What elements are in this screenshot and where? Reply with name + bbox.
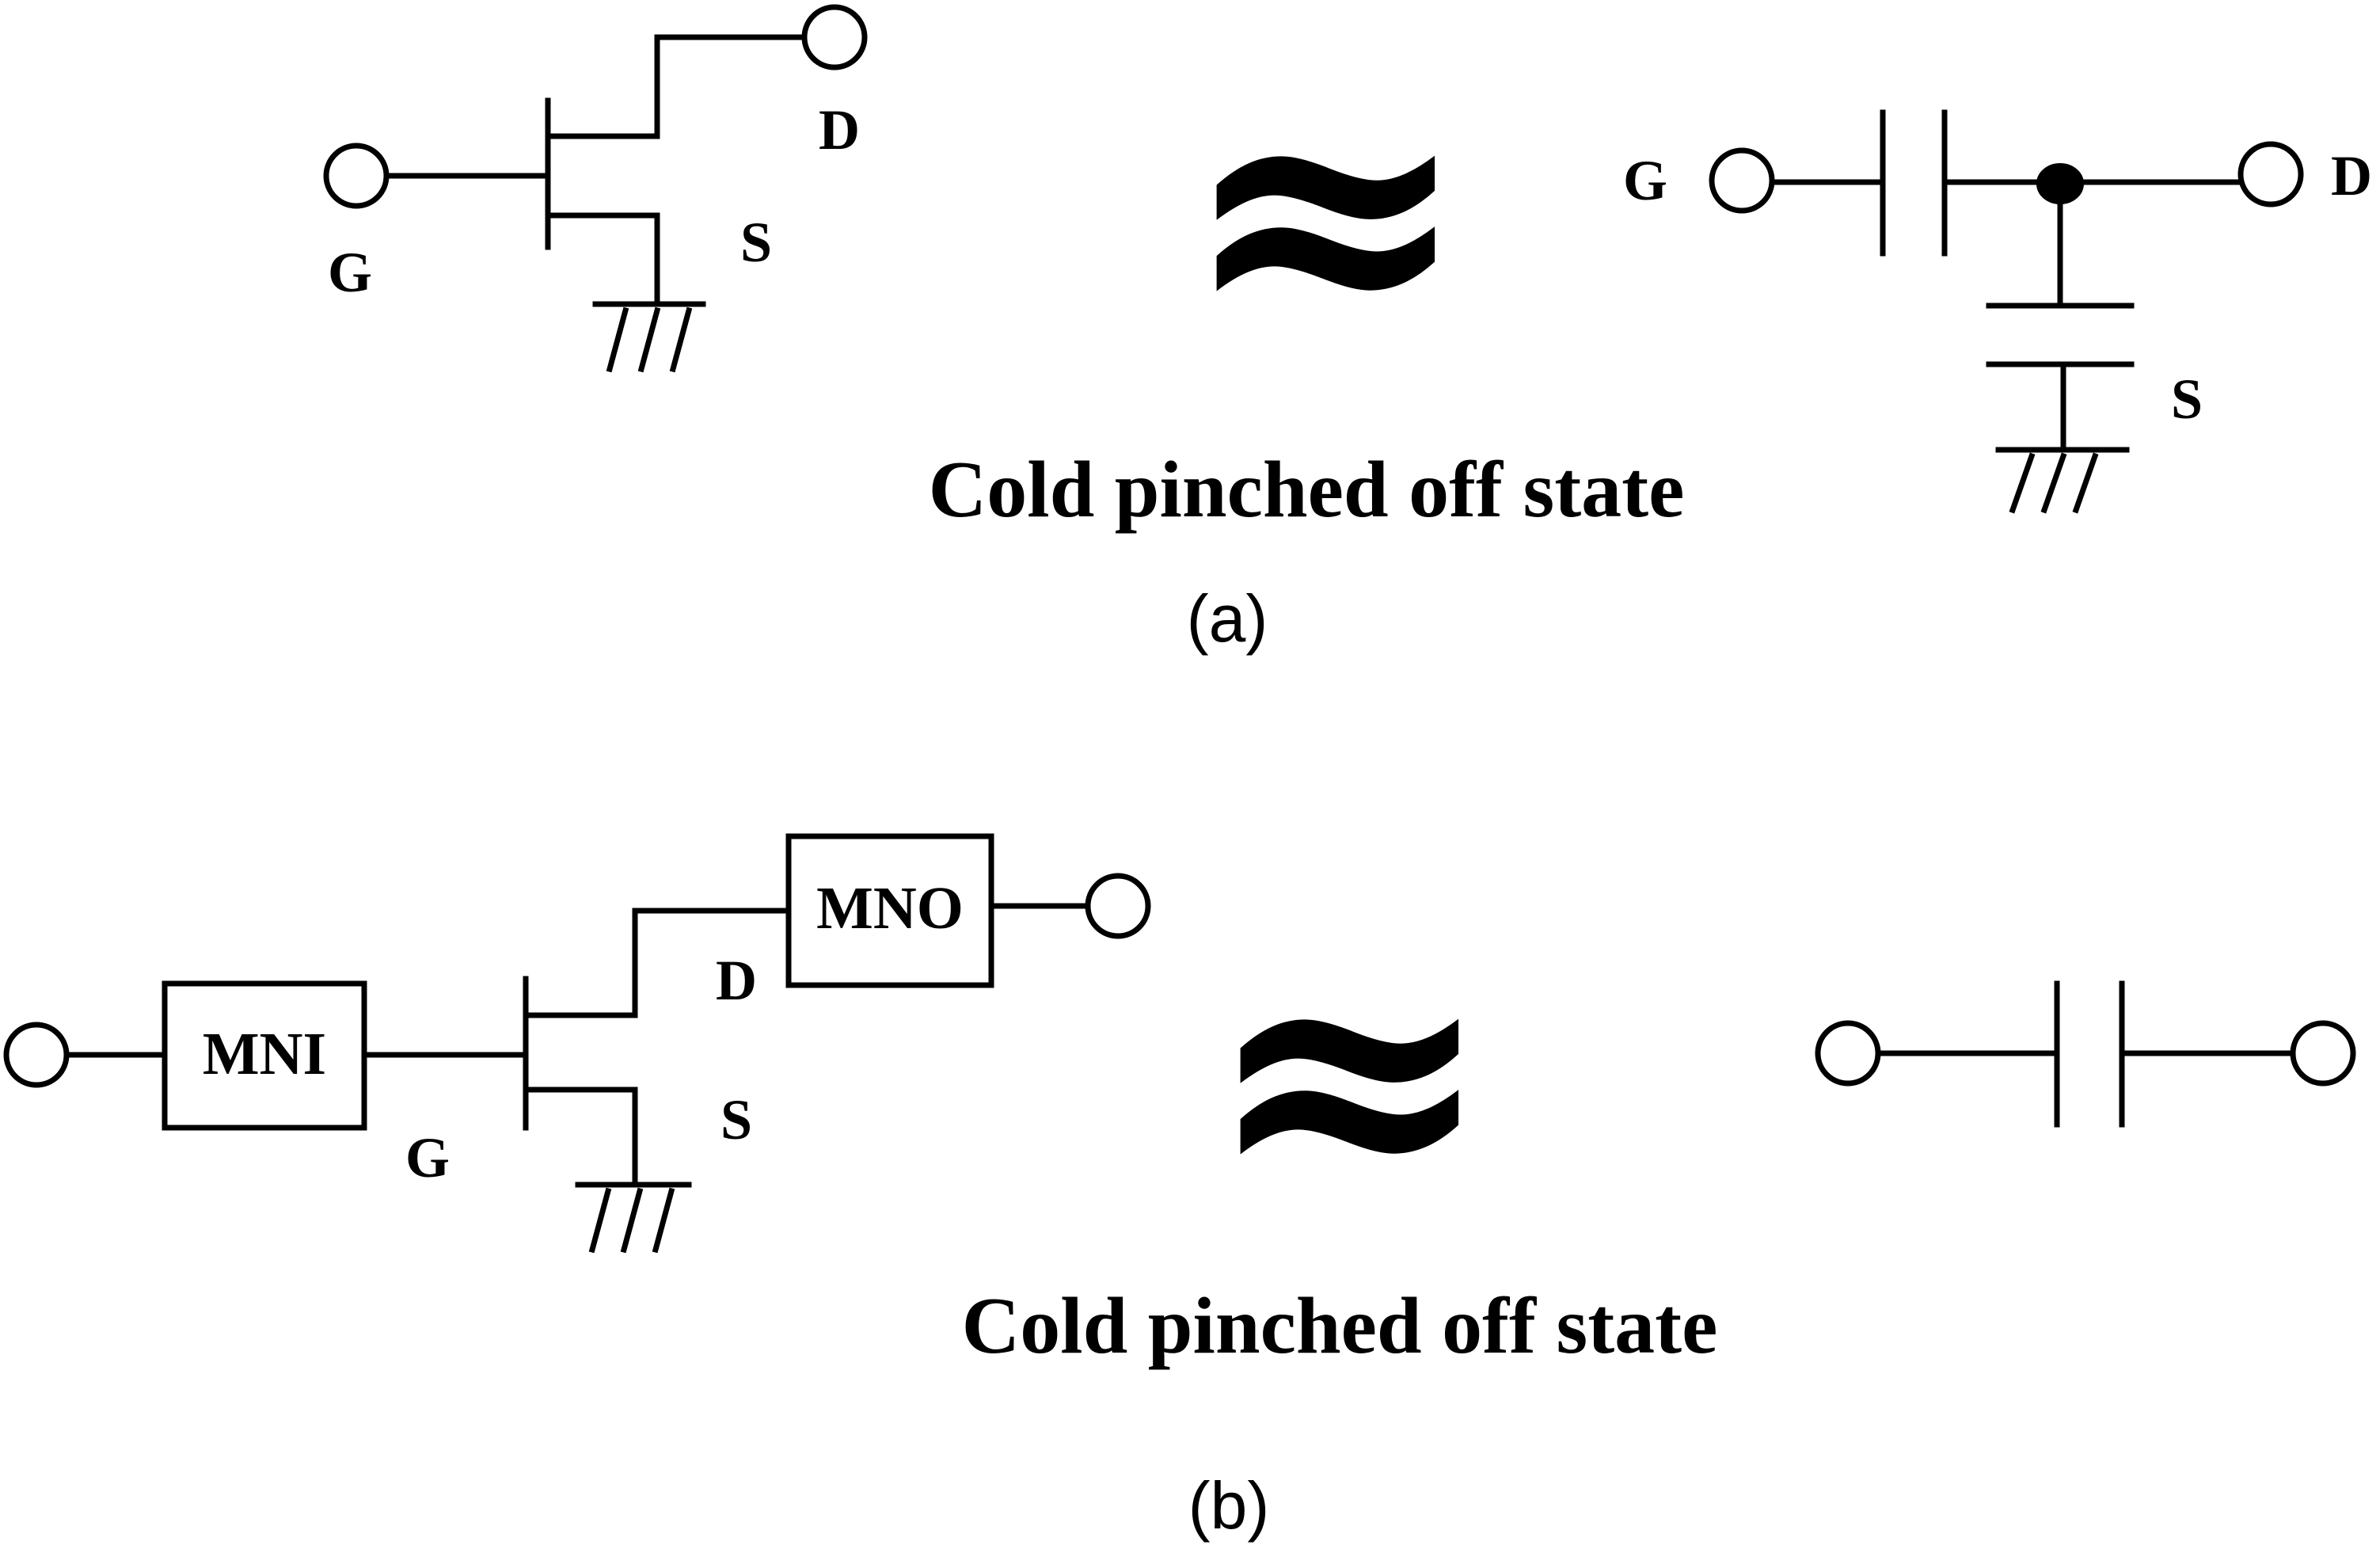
state-label: Cold pinched off state bbox=[929, 445, 1685, 535]
source-lead bbox=[526, 1087, 638, 1186]
gate-terminal bbox=[323, 143, 390, 209]
output-matching-network bbox=[785, 833, 994, 988]
panel-a-transistor: G D S bbox=[323, 4, 868, 373]
drain-label: D bbox=[2331, 144, 2372, 207]
panel-a-equivalent: G D S bbox=[1623, 109, 2372, 514]
gate-label: G bbox=[1623, 149, 1667, 212]
output-matching-network-label: MNO bbox=[816, 875, 964, 942]
source-label: S bbox=[740, 211, 772, 274]
drain-label: D bbox=[716, 949, 757, 1012]
approx-symbol: ≈ bbox=[1203, 869, 1496, 1278]
drain-lead bbox=[526, 908, 792, 1018]
left-terminal bbox=[1815, 1020, 1881, 1087]
caption: (a) bbox=[1187, 581, 1268, 656]
panel-a: G D S ≈ G D S bbox=[323, 4, 2372, 656]
panel-b-transistor: MNI MNO G D S bbox=[3, 833, 1151, 1254]
gate-label: G bbox=[328, 241, 372, 304]
output-terminal bbox=[1085, 873, 1151, 939]
ground-symbol bbox=[575, 1182, 692, 1254]
input-matching-network-label: MNI bbox=[203, 1021, 326, 1087]
state-label: Cold pinched off state bbox=[962, 1281, 1718, 1371]
ground-symbol bbox=[592, 301, 706, 373]
panel-b-equivalent bbox=[1815, 980, 2356, 1128]
ground-symbol bbox=[1995, 447, 2130, 514]
input-terminal bbox=[3, 1022, 70, 1088]
input-matching-network bbox=[162, 980, 367, 1131]
drain-terminal bbox=[801, 4, 868, 70]
source-label: S bbox=[2171, 367, 2203, 431]
drain-label: D bbox=[819, 98, 860, 162]
caption: (b) bbox=[1188, 1468, 1270, 1543]
gate-label: G bbox=[405, 1126, 450, 1189]
source-label: S bbox=[720, 1088, 752, 1151]
drain-lead bbox=[548, 34, 803, 139]
gate-terminal bbox=[1709, 147, 1775, 214]
source-lead bbox=[548, 212, 660, 306]
right-terminal bbox=[2290, 1020, 2356, 1087]
approx-symbol: ≈ bbox=[1180, 6, 1472, 415]
drain-terminal bbox=[2237, 141, 2304, 207]
panel-b: MNI MNO G D S ≈ bbox=[3, 833, 2356, 1543]
